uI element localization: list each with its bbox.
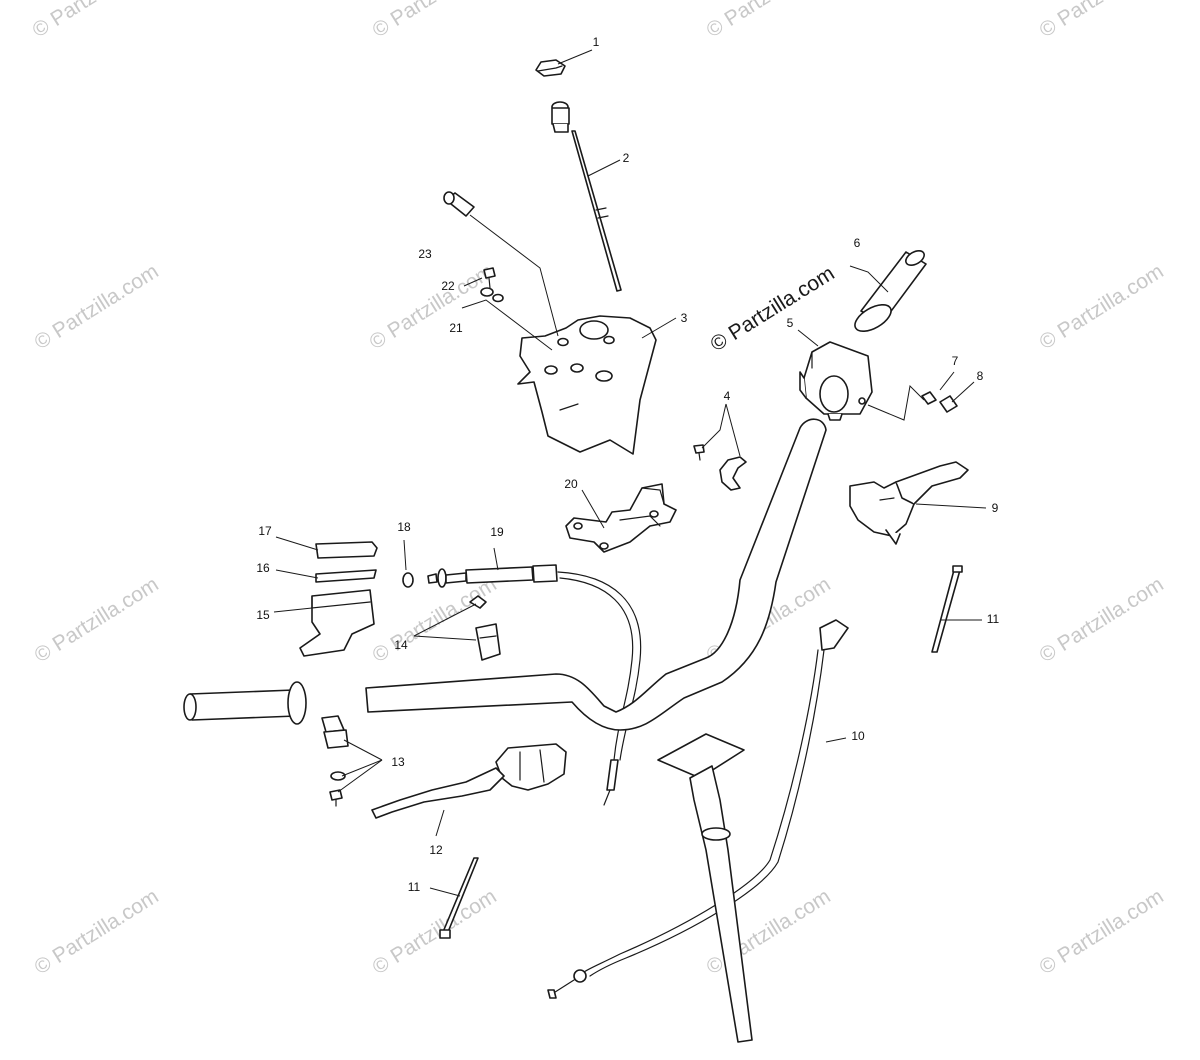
callout-labels: 1 2 3 4 5 6 7 8 9 10 11 11 12 13 14 15 1… (256, 35, 999, 894)
callout-11-lower: 11 (408, 880, 421, 894)
part-23-bolt (443, 191, 475, 217)
watermark: © Partzilla.com (368, 885, 500, 979)
part-11-bolt-lower (439, 857, 479, 939)
watermark: © Partzilla.com (368, 0, 500, 42)
callout-3: 3 (681, 311, 688, 325)
watermark-center: © Partzilla.com (706, 262, 838, 356)
watermark: © Partzilla.com (30, 260, 162, 354)
callout-19: 19 (490, 525, 504, 539)
handlebar (365, 418, 827, 731)
part-22-screw (483, 267, 496, 289)
callout-11-upper: 11 (987, 612, 1000, 626)
part-7-spacer (921, 391, 937, 405)
watermark: © Partzilla.com (365, 260, 497, 354)
part-20-bracket (565, 483, 677, 553)
watermark: © Partzilla.com (702, 0, 834, 42)
part-2-cable (551, 101, 622, 292)
part-9-brake-lever (849, 461, 969, 545)
part-4-clamp (693, 444, 747, 491)
watermark: © Partzilla.com (1035, 573, 1167, 667)
callout-13: 13 (391, 755, 405, 769)
part-12-lever (371, 743, 567, 819)
callout-2: 2 (623, 151, 630, 165)
callout-12: 12 (429, 843, 443, 857)
callout-22: 22 (441, 279, 455, 293)
callout-14: 14 (394, 638, 408, 652)
left-grip (183, 681, 307, 725)
part-3-headlight-pod (517, 315, 657, 455)
callout-18: 18 (397, 520, 411, 534)
callout-8: 8 (977, 369, 984, 383)
callout-7: 7 (952, 354, 959, 368)
callout-1: 1 (593, 35, 600, 49)
watermark: © Partzilla.com (1035, 0, 1167, 42)
callout-16: 16 (256, 561, 270, 575)
callout-9: 9 (992, 501, 999, 515)
callout-17: 17 (258, 524, 272, 538)
part-16-gasket (315, 569, 377, 583)
callout-15: 15 (256, 608, 270, 622)
part-15-reservoir (299, 589, 375, 657)
steering-column (657, 733, 753, 1043)
part-21-grommet (480, 287, 504, 303)
part-10-cable (547, 619, 849, 999)
callout-20: 20 (564, 477, 578, 491)
watermark-layer: © Partzilla.com © Partzilla.com © Partzi… (28, 0, 1167, 979)
callout-4: 4 (724, 389, 731, 403)
callout-6: 6 (854, 236, 861, 250)
part-5-throttle-housing (799, 341, 873, 421)
watermark: © Partzilla.com (30, 573, 162, 667)
part-13-clamp-set (321, 715, 349, 807)
part-18-o-ring (402, 572, 414, 588)
part-8-spacer (939, 395, 958, 413)
callout-10: 10 (851, 729, 865, 743)
callout-21: 21 (449, 321, 463, 335)
part-1-cap (535, 59, 566, 77)
part-14-clamp (469, 595, 501, 661)
callout-23: 23 (418, 247, 432, 261)
part-11-bolt-upper (931, 565, 963, 653)
watermark: © Partzilla.com (28, 0, 160, 42)
leader-lines (273, 49, 987, 897)
part-6-right-grip (854, 249, 927, 333)
part-17-cover (315, 541, 378, 559)
watermark: © Partzilla.com (30, 885, 162, 979)
watermark: © Partzilla.com (1035, 260, 1167, 354)
watermark: © Partzilla.com (1035, 885, 1167, 979)
callout-5: 5 (787, 316, 794, 330)
